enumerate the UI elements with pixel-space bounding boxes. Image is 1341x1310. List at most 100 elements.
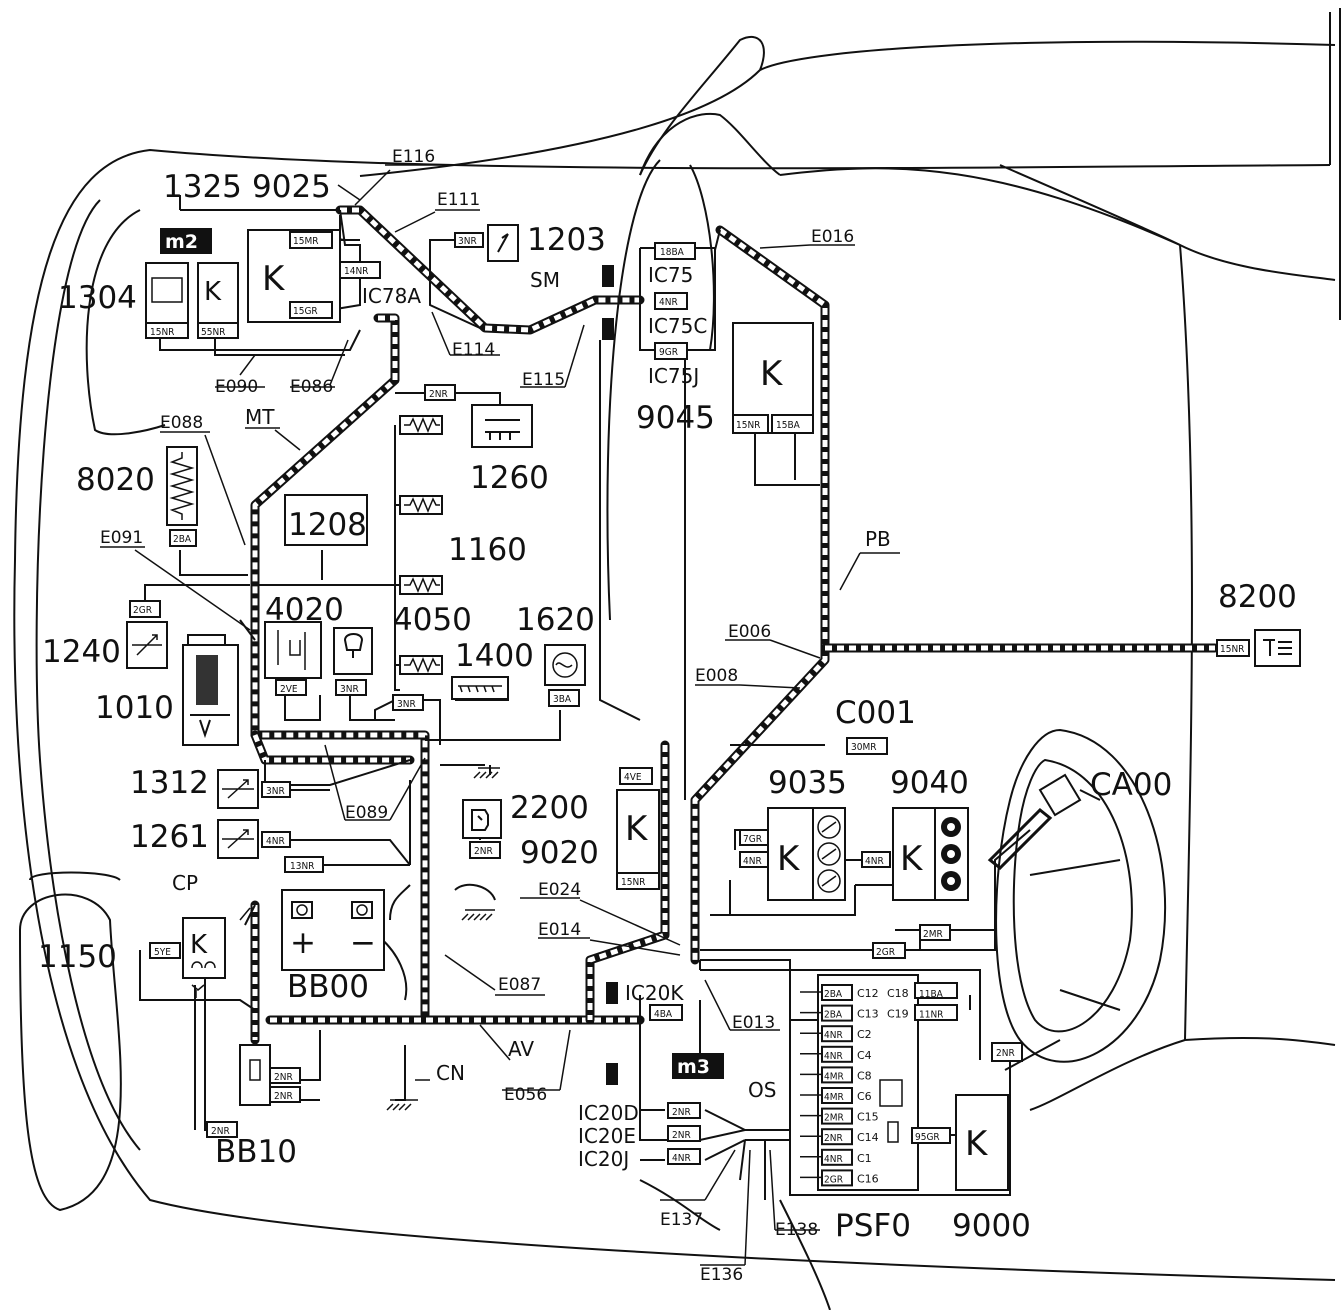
svg-text:K: K xyxy=(625,809,649,849)
wire-tag: 2NR xyxy=(474,846,493,857)
psf0-pin-tag: 4MR xyxy=(824,1092,844,1103)
label-e137: E137 xyxy=(660,1210,703,1230)
wire-tag: 2NR xyxy=(996,1048,1015,1059)
label-e086: E086 xyxy=(290,377,333,397)
label-ic20k: IC20K xyxy=(625,981,684,1005)
wire-tag: 2NR xyxy=(274,1091,293,1102)
wire-tag: 9GR xyxy=(659,347,678,358)
leader-lines xyxy=(100,164,900,1266)
psf0-pin-tag-right: 11NR xyxy=(919,1010,943,1021)
label-e024: E024 xyxy=(538,880,581,900)
relay-cp xyxy=(182,917,226,979)
psf0-pin-id-right: C19 xyxy=(887,1008,909,1021)
label-1260: 1260 xyxy=(470,460,549,496)
label-e114: E114 xyxy=(452,340,495,360)
psf0-pin-id-right: C18 xyxy=(887,987,909,1000)
label-1400: 1400 xyxy=(455,638,534,674)
psf0-pin-tag: 2GR xyxy=(824,1174,843,1185)
wire-tag: 14NR xyxy=(344,266,368,277)
label-ca00: CA00 xyxy=(1090,767,1172,803)
svg-text:−: − xyxy=(350,925,376,961)
psf0-pin-row: 4MR C8 xyxy=(800,1066,872,1084)
label-ic75c: IC75C xyxy=(648,314,707,338)
label-1261: 1261 xyxy=(130,819,209,855)
wire-lines xyxy=(139,195,1061,1200)
label-bb00: BB00 xyxy=(287,969,369,1005)
component-8200 xyxy=(1254,629,1301,667)
label-e136: E136 xyxy=(700,1265,743,1285)
svg-text:+: + xyxy=(290,925,316,961)
relay-k-icon: K xyxy=(262,259,286,299)
wire-tag: 15NR xyxy=(150,327,174,338)
label-8020: 8020 xyxy=(76,462,155,498)
component-labels: 1325 9025 1203 1304 8020 1240 1010 1260 … xyxy=(38,169,1297,1244)
svg-text:K: K xyxy=(204,277,222,307)
label-ic20d: IC20D xyxy=(578,1101,639,1125)
label-harness-mt: MT xyxy=(245,405,275,429)
label-e013: E013 xyxy=(732,1013,775,1033)
psf0-pin-tag: 2MR xyxy=(824,1113,844,1124)
label-e116: E116 xyxy=(392,147,435,167)
wire-tag: 2NR xyxy=(672,1107,691,1118)
psf0-pin-id: C8 xyxy=(857,1069,872,1082)
component-4020 xyxy=(264,621,322,679)
earth-point-labels: E116 E111 E016 E114 E115 E090 E086 E088 … xyxy=(100,147,854,1285)
label-e111: E111 xyxy=(437,190,480,210)
wire-tag: 5YE xyxy=(154,947,171,958)
psf0-pin-tag: 4NR xyxy=(824,1154,843,1165)
label-e016: E016 xyxy=(811,227,854,247)
psf0-pin-id: C2 xyxy=(857,1028,872,1041)
psf0-pin-tag: 4MR xyxy=(824,1071,844,1082)
label-1304: 1304 xyxy=(58,280,137,316)
svg-text:m3: m3 xyxy=(677,1056,710,1078)
label-1620: 1620 xyxy=(516,602,595,638)
ground-symbol xyxy=(386,1099,418,1111)
wire-tag: 2NR xyxy=(274,1072,293,1083)
psf0-pin-tag-box xyxy=(821,1025,853,1043)
component-boxes: K K m2 K xyxy=(126,224,1301,1191)
wire-tag: 3NR xyxy=(340,684,359,695)
label-8200: 8200 xyxy=(1218,579,1297,615)
label-9000: 9000 xyxy=(952,1208,1031,1244)
label-9040: 9040 xyxy=(890,765,969,801)
label-9020: 9020 xyxy=(520,835,599,871)
wire-tag: 3NR xyxy=(266,786,285,797)
label-4020: 4020 xyxy=(265,592,344,628)
label-ic20j: IC20J xyxy=(578,1147,629,1171)
label-e089: E089 xyxy=(345,803,388,823)
psf0-pin-tag-box xyxy=(821,1045,853,1063)
wire-tags: 15MR 14NR 15GR 15NR 55NR 3NR 18BA 4NR 9G… xyxy=(133,236,1244,1164)
label-9025: 9025 xyxy=(252,169,331,205)
relay-9020 xyxy=(616,789,660,876)
component-1400 xyxy=(451,676,509,700)
label-2200: 2200 xyxy=(510,790,589,826)
label-c001: C001 xyxy=(835,695,916,731)
wire-tag: 2NR xyxy=(429,389,448,400)
wire-tag: 4NR xyxy=(659,297,678,308)
m2-badge xyxy=(160,228,212,254)
svg-text:K: K xyxy=(190,930,208,960)
wire-tag: 4NR xyxy=(266,836,285,847)
label-ic20e: IC20E xyxy=(578,1124,636,1148)
harness-lines xyxy=(250,205,1220,1045)
wire-tag: 4NR xyxy=(865,856,884,867)
wire-tag: 18BA xyxy=(660,247,685,258)
wire-tag: 2NR xyxy=(672,1130,691,1141)
wire-tag: 2GR xyxy=(133,605,152,616)
wire-tag: 4NR xyxy=(672,1153,691,1164)
psf0-pin-tag-box xyxy=(821,1148,853,1166)
wire-tag: 3BA xyxy=(553,694,572,705)
label-1312: 1312 xyxy=(130,765,209,801)
psf0-pin-tag-box xyxy=(821,984,853,1001)
wire-tag: 15BA xyxy=(776,420,801,431)
component-1620 xyxy=(544,644,586,686)
wire-tag: 2NR xyxy=(211,1126,230,1137)
label-e008: E008 xyxy=(695,666,738,686)
psf0-pin-id: C4 xyxy=(857,1049,872,1062)
psf0-pin-id: C14 xyxy=(857,1131,879,1144)
psf0-pin-id: C13 xyxy=(857,1008,879,1021)
psf0-pin-tag-box xyxy=(821,1169,853,1187)
